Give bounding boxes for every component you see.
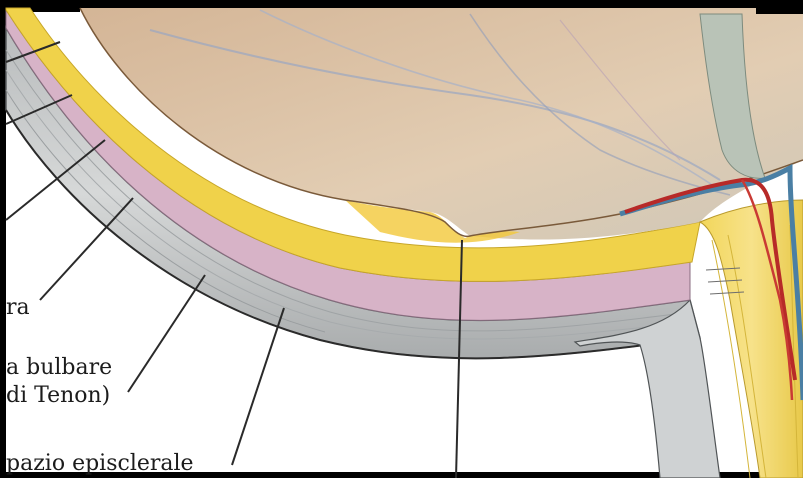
label-tenon-line2: di Tenon) bbox=[6, 384, 110, 408]
label-episcleral-space: pazio episclerale bbox=[6, 452, 194, 476]
label-sclera: ra bbox=[6, 296, 30, 320]
label-tenon-line1: a bulbare bbox=[6, 356, 112, 380]
frame-top bbox=[0, 0, 803, 8]
frame-top-right-block bbox=[756, 0, 803, 14]
